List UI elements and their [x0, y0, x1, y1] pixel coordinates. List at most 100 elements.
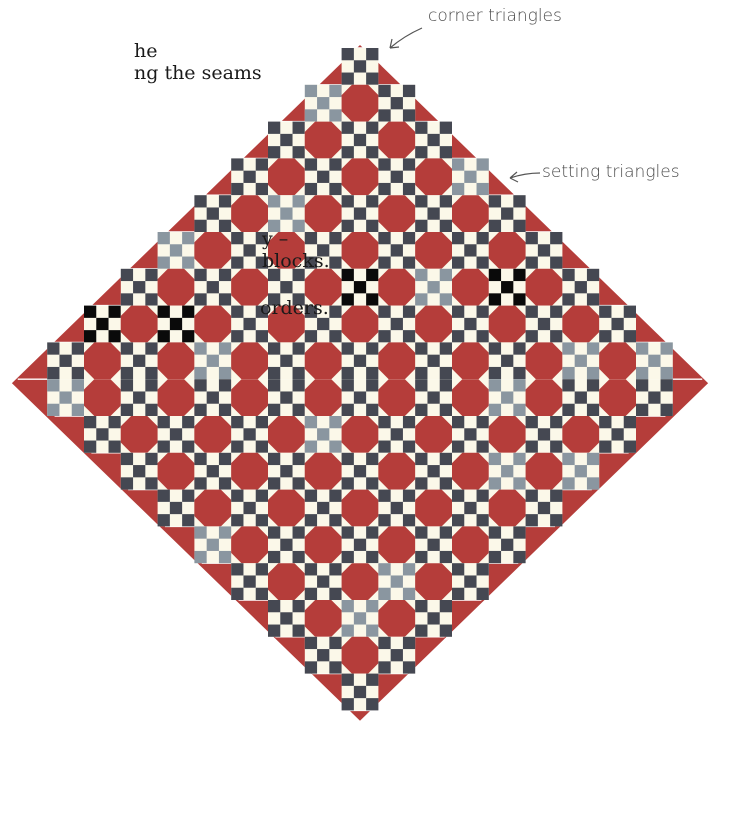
patch-square	[231, 306, 243, 318]
block-r8-c16-nine-patch-slate	[636, 342, 673, 379]
patch-square	[427, 134, 439, 146]
patch-square	[562, 379, 574, 391]
patch-square	[378, 514, 390, 526]
patch-square	[489, 269, 501, 281]
snowball-octagon	[489, 306, 526, 343]
snowball-octagon	[526, 342, 563, 379]
patch-square	[231, 563, 243, 575]
patch-square	[440, 269, 452, 281]
patch-square	[378, 661, 390, 673]
patch-square	[256, 563, 268, 575]
patch-square	[219, 367, 231, 379]
patch-square	[464, 171, 476, 183]
patch-square	[648, 355, 660, 367]
patch-square	[403, 490, 415, 502]
snowball-octagon	[268, 490, 305, 527]
patch-square	[562, 293, 574, 305]
patch-square	[194, 342, 206, 354]
patch-square	[354, 134, 366, 146]
patch-square	[329, 637, 341, 649]
patch-square	[342, 526, 354, 538]
patch-square	[329, 330, 341, 342]
patch-square	[440, 600, 452, 612]
patch-square	[194, 453, 206, 465]
block-r4-c2-nine-patch-slate	[268, 195, 305, 232]
snowball-octagon	[342, 416, 379, 453]
patch-square	[182, 306, 194, 318]
snowball-octagon	[378, 269, 415, 306]
patch-square	[207, 465, 219, 477]
patch-square	[378, 85, 390, 97]
patch-square	[636, 379, 648, 391]
patch-square	[440, 220, 452, 232]
snowball-octagon	[378, 526, 415, 563]
block-layer	[47, 48, 673, 710]
patch-square	[526, 441, 538, 453]
patch-square	[452, 306, 464, 318]
patch-square	[415, 122, 427, 134]
patch-square	[145, 342, 157, 354]
block-r1-c1-snowball	[342, 85, 379, 122]
patch-square	[342, 146, 354, 158]
patch-square	[243, 171, 255, 183]
patch-square	[587, 269, 599, 281]
snowball-octagon	[268, 416, 305, 453]
block-r10-c6-nine-patch-slate	[305, 416, 342, 453]
patch-square	[329, 109, 341, 121]
patch-square	[194, 526, 206, 538]
patch-square	[452, 330, 464, 342]
snowball-octagon	[562, 306, 599, 343]
block-r5-c8-nine-patch-navy	[452, 232, 489, 269]
patch-square	[329, 183, 341, 195]
block-r4-c3-snowball	[305, 195, 342, 232]
patch-square	[342, 404, 354, 416]
snowball-octagon	[342, 563, 379, 600]
snowball-octagon	[84, 342, 121, 379]
patch-square	[378, 330, 390, 342]
snowball-octagon	[415, 490, 452, 527]
block-r15-c4-nine-patch-navy	[415, 600, 452, 637]
block-r9-c16-nine-patch-navy	[636, 379, 673, 416]
patch-square	[342, 625, 354, 637]
patch-square	[501, 207, 513, 219]
snowball-octagon	[305, 122, 342, 159]
block-r11-c3-snowball	[231, 453, 268, 490]
patch-square	[317, 502, 329, 514]
patch-square	[415, 404, 427, 416]
patch-square	[378, 490, 390, 502]
patch-square	[415, 453, 427, 465]
patch-square	[575, 391, 587, 403]
patch-square	[96, 318, 108, 330]
patch-square	[219, 269, 231, 281]
snowball-octagon	[268, 563, 305, 600]
patch-square	[477, 588, 489, 600]
patch-square	[256, 183, 268, 195]
patch-square	[354, 465, 366, 477]
snowball-octagon	[158, 379, 195, 416]
corner-arrow	[390, 28, 422, 48]
corner-triangles-label: corner triangles	[428, 6, 562, 26]
patch-square	[342, 122, 354, 134]
setting-triangles-label: setting triangles	[542, 162, 680, 182]
patch-square	[268, 526, 280, 538]
block-r12-c4-nine-patch-navy	[305, 490, 342, 527]
patch-square	[47, 379, 59, 391]
patch-square	[182, 416, 194, 428]
block-r3-c2-nine-patch-navy	[305, 158, 342, 195]
block-r17-c0-nine-patch-navy	[342, 674, 379, 711]
block-r7-c14-nine-patch-navy	[599, 306, 636, 343]
patch-square	[329, 85, 341, 97]
snowball-octagon	[158, 342, 195, 379]
patch-square	[256, 588, 268, 600]
patch-square	[562, 404, 574, 416]
snowball-octagon	[452, 379, 489, 416]
snowball-octagon	[378, 379, 415, 416]
block-r14-c0-nine-patch-navy	[231, 563, 268, 600]
block-r8-c15-snowball	[599, 342, 636, 379]
patch-square	[366, 146, 378, 158]
snowball-octagon	[342, 85, 379, 122]
patch-square	[145, 269, 157, 281]
block-r8-c5-snowball	[231, 342, 268, 379]
snowball-octagon	[231, 379, 268, 416]
block-r7-c3-snowball	[194, 306, 231, 343]
